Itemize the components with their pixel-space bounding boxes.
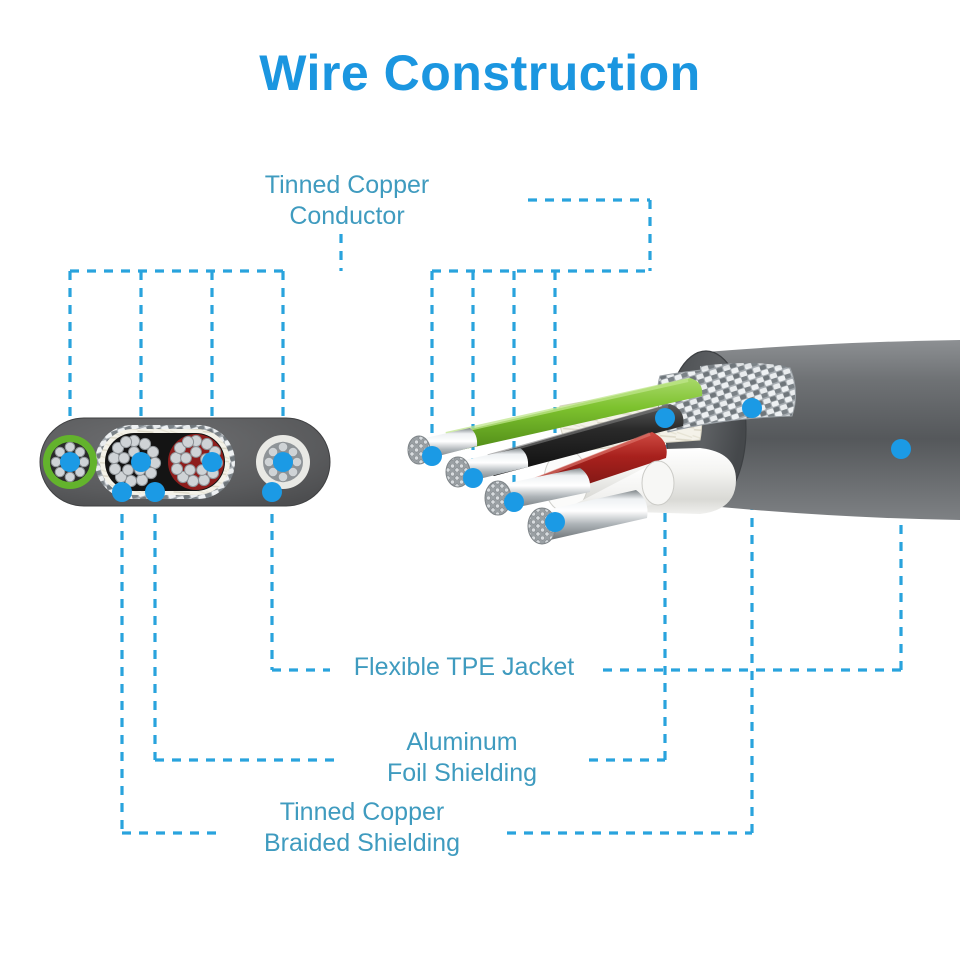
marker-tpe-cs xyxy=(262,482,282,502)
conductor-bundle-2 xyxy=(445,448,529,488)
marker-conductor-3d-4 xyxy=(545,512,565,532)
marker-tpe-3d xyxy=(891,439,911,459)
marker-foil-3d xyxy=(655,408,675,428)
label-aluminum-foil-shielding: Aluminum Foil Shielding xyxy=(340,727,584,789)
white-wire-strands xyxy=(263,441,303,483)
marker-conductor-3d-2 xyxy=(463,468,483,488)
callout-markers xyxy=(60,398,911,532)
marker-foil-cs xyxy=(145,482,165,502)
leader-foil-shielding xyxy=(153,418,667,762)
marker-conductor-3d-1 xyxy=(422,446,442,466)
green-wire-strands xyxy=(50,441,90,483)
leader-tpe-jacket xyxy=(270,450,903,672)
marker-braid-cs xyxy=(112,482,132,502)
conductor-bundle-1 xyxy=(407,428,478,465)
label-tinned-copper-conductor: Tinned Copper Conductor xyxy=(216,170,478,232)
leader-braid-shielding xyxy=(120,408,754,835)
label-tinned-copper-braided-shielding: Tinned Copper Braided Shielding xyxy=(222,797,502,859)
marker-conductor-cs-2 xyxy=(131,452,151,472)
marker-conductor-3d-3 xyxy=(504,492,524,512)
cutaway-black-wire xyxy=(479,404,684,476)
marker-conductor-cs-1 xyxy=(60,452,80,472)
cable-cutaway xyxy=(407,340,960,545)
page-title: Wire Construction xyxy=(259,45,701,101)
label-flexible-tpe-jacket: Flexible TPE Jacket xyxy=(330,652,598,683)
cutaway-green-wire xyxy=(439,378,703,452)
marker-braid-3d xyxy=(742,398,762,418)
marker-conductor-cs-4 xyxy=(273,452,293,472)
marker-conductor-cs-3 xyxy=(202,452,222,472)
